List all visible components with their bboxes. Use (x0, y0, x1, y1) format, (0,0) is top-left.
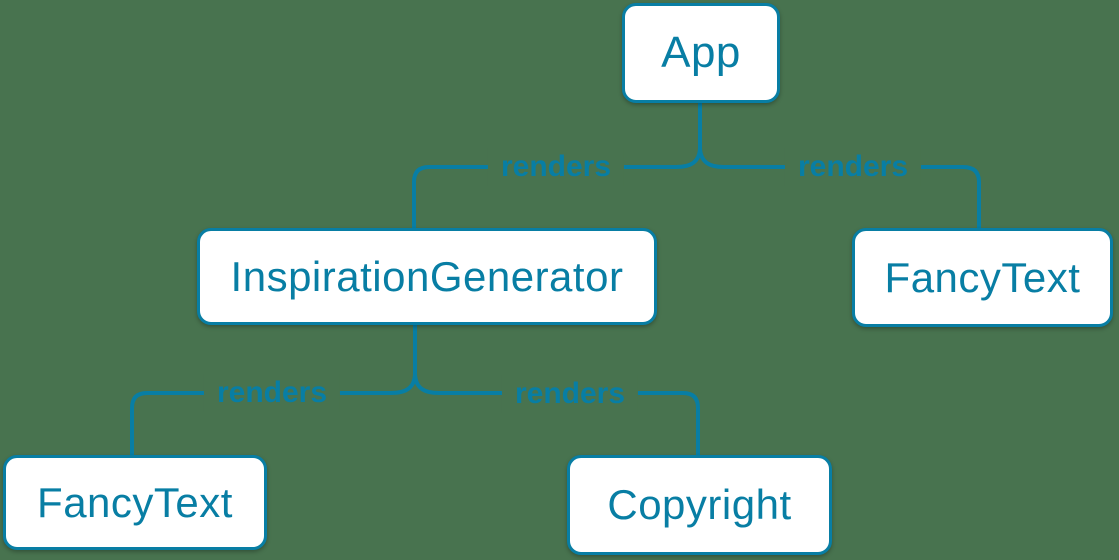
node-inspiration-generator: InspirationGenerator (197, 228, 657, 325)
node-fancy-text-top-label: FancyText (884, 253, 1081, 301)
node-inspiration-generator-label: InspirationGenerator (230, 252, 624, 300)
edge-inspiration-generator-to-fancy-text (130, 373, 417, 457)
edge-app-to-inspiration-generator (412, 147, 702, 230)
node-app-label: App (661, 28, 741, 77)
edge-inspiration-generator-to-copyright (413, 373, 700, 457)
node-fancy-text-bottom-label: FancyText (37, 478, 233, 526)
edge-label-renders: renders (203, 374, 341, 412)
node-copyright: Copyright (567, 455, 832, 555)
node-fancy-text-top: FancyText (852, 228, 1113, 327)
edge-label-renders: renders (501, 375, 639, 413)
edge-label-renders: renders (784, 148, 922, 186)
edge-label-renders: renders (487, 148, 625, 186)
node-fancy-text-bottom: FancyText (3, 455, 267, 550)
node-copyright-label: Copyright (607, 481, 792, 528)
node-app: App (622, 3, 780, 103)
edge-app-to-fancy-text (698, 147, 981, 230)
